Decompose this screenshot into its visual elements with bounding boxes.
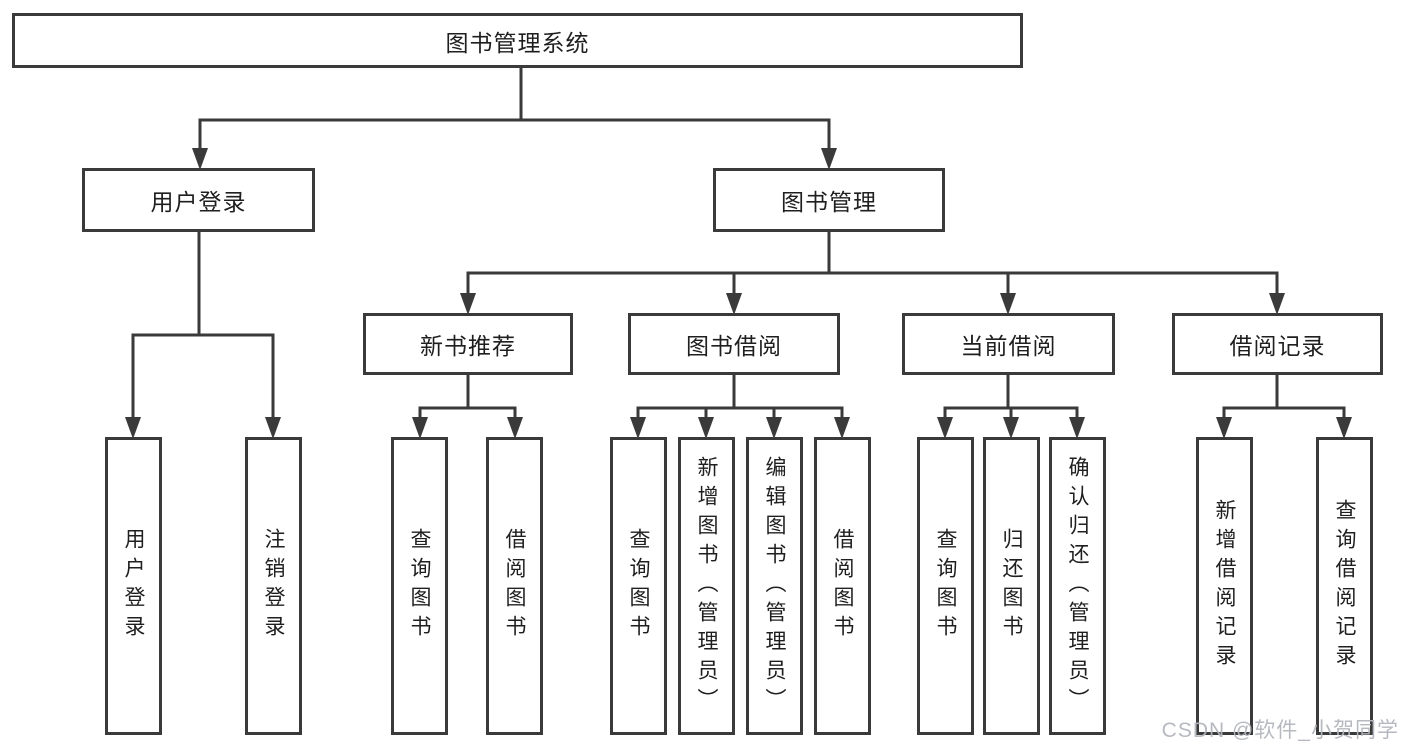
node-leaf-user-login: 用户登录 xyxy=(105,437,162,735)
node-leaf-borrow-query-label: 查询图书 xyxy=(627,528,650,644)
node-borrowing-records: 借阅记录 xyxy=(1172,313,1383,375)
node-leaf-borrow-add-admin: 新增图书（管理员） xyxy=(678,437,735,735)
node-leaf-borrow-borrow: 借阅图书 xyxy=(814,437,871,735)
node-new-book-recommend: 新书推荐 xyxy=(363,313,573,375)
node-leaf-current-return-label: 归还图书 xyxy=(1000,528,1023,644)
connector-current-borrowing xyxy=(943,373,1079,421)
node-leaf-borrow-edit-admin: 编辑图书（管理员） xyxy=(746,437,803,735)
node-leaf-current-confirm-admin: 确认归还（管理员） xyxy=(1049,437,1106,735)
node-leaf-records-add: 新增借阅记录 xyxy=(1196,437,1253,735)
node-root: 图书管理系统 xyxy=(12,13,1023,68)
node-book-borrowing-label: 图书借阅 xyxy=(686,333,782,359)
node-book-management: 图书管理 xyxy=(713,168,945,232)
connector-book-borrowing xyxy=(636,373,844,421)
node-leaf-borrow-edit-admin-label: 编辑图书（管理员） xyxy=(763,455,786,717)
node-leaf-user-login-label: 用户登录 xyxy=(122,528,145,644)
node-current-borrowing: 当前借阅 xyxy=(902,313,1115,375)
node-new-book-recommend-label: 新书推荐 xyxy=(420,333,516,359)
node-leaf-records-query: 查询借阅记录 xyxy=(1316,437,1373,735)
connector-borrowing-records xyxy=(1222,373,1346,421)
node-leaf-borrow-add-admin-label: 新增图书（管理员） xyxy=(695,455,718,717)
node-leaf-newbooks-borrow-label: 借阅图书 xyxy=(503,528,526,644)
node-leaf-newbooks-query-label: 查询图书 xyxy=(408,528,431,644)
node-leaf-records-query-label: 查询借阅记录 xyxy=(1333,499,1356,673)
node-leaf-records-add-label: 新增借阅记录 xyxy=(1213,499,1236,673)
node-user-login: 用户登录 xyxy=(82,168,315,232)
connector-book-management xyxy=(466,230,1279,297)
node-leaf-current-query: 查询图书 xyxy=(917,437,974,735)
node-borrowing-records-label: 借阅记录 xyxy=(1229,333,1326,359)
node-book-borrowing: 图书借阅 xyxy=(628,313,840,375)
connector-user-login xyxy=(131,230,275,421)
node-current-borrowing-label: 当前借阅 xyxy=(960,333,1057,359)
node-user-login-label: 用户登录 xyxy=(150,189,247,215)
node-leaf-borrow-query: 查询图书 xyxy=(610,437,667,735)
connector-new-book-recommend xyxy=(418,373,517,421)
node-book-management-label: 图书管理 xyxy=(781,189,877,215)
node-leaf-current-return: 归还图书 xyxy=(983,437,1040,735)
node-leaf-newbooks-borrow: 借阅图书 xyxy=(486,437,543,735)
node-leaf-borrow-borrow-label: 借阅图书 xyxy=(831,528,854,644)
node-leaf-current-query-label: 查询图书 xyxy=(934,528,957,644)
node-leaf-newbooks-query: 查询图书 xyxy=(391,437,448,735)
node-leaf-logout-label: 注销登录 xyxy=(262,528,285,644)
node-leaf-logout: 注销登录 xyxy=(245,437,302,735)
csdn-watermark: CSDN @软件_小贺同学 xyxy=(1161,719,1399,742)
connector-root xyxy=(198,66,831,152)
node-leaf-current-confirm-admin-label: 确认归还（管理员） xyxy=(1066,455,1089,717)
node-root-label: 图书管理系统 xyxy=(445,29,590,56)
